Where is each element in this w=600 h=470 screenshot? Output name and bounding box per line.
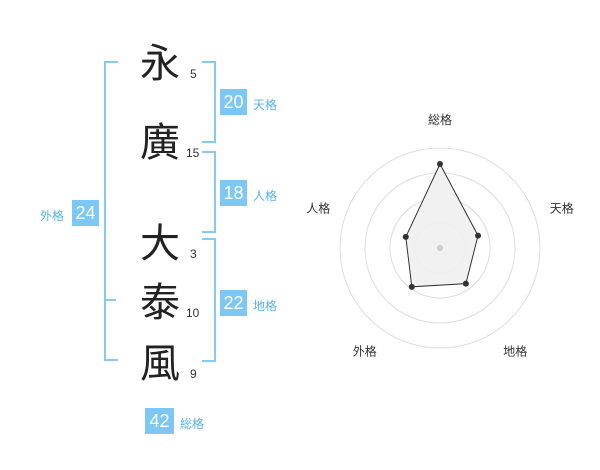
name-char-1: 永 — [140, 41, 180, 87]
radar-ring-4 — [339, 147, 541, 349]
stroke-count-5: 9 — [190, 367, 197, 381]
radar-axis-label-2: 地格 — [503, 344, 527, 359]
jinkaku-label: 人格 — [253, 189, 278, 203]
tenkaku-value: 20 — [220, 89, 247, 115]
gaikaku-label: 外格 — [40, 209, 65, 223]
name-char-4: 泰 — [140, 280, 180, 326]
radar-axis-label-4: 人格 — [306, 200, 330, 215]
name-char-3: 大 — [140, 221, 180, 267]
radar-point-0 — [437, 161, 443, 167]
tenkaku-label: 天格 — [253, 98, 278, 112]
radar-axis-label-3: 外格 — [353, 344, 377, 359]
chikaku-label: 地格 — [253, 299, 278, 313]
radar-points — [402, 161, 482, 290]
tenkaku-bracket — [202, 61, 216, 143]
radar-point-1 — [475, 232, 482, 239]
stroke-count-3: 3 — [190, 247, 197, 261]
radar-point-2 — [462, 280, 469, 287]
soukaku-label: 総格 — [180, 417, 205, 431]
chikaku-value: 22 — [220, 290, 247, 316]
radar-center-dot — [437, 245, 443, 251]
name-char-2: 廣 — [140, 120, 180, 166]
gaikaku-bracket — [104, 61, 118, 361]
radar-point-4 — [402, 233, 409, 240]
jinkaku-bracket — [202, 151, 216, 233]
chikaku-bracket — [202, 238, 216, 362]
stroke-count-2: 15 — [186, 146, 200, 160]
radar-point-3 — [408, 283, 415, 290]
radar-polygon — [405, 162, 479, 288]
name-char-5: 風 — [140, 341, 180, 387]
radar-axis-label-1: 天格 — [550, 200, 574, 215]
stroke-count-1: 5 — [190, 67, 197, 81]
gaikaku-bracket-mid — [104, 299, 116, 301]
jinkaku-value: 18 — [220, 180, 247, 206]
stroke-count-4: 10 — [186, 306, 200, 320]
soukaku-value: 42 — [145, 408, 174, 434]
radar-axis-label-0: 総格 — [428, 112, 452, 127]
gaikaku-value: 24 — [72, 200, 99, 226]
